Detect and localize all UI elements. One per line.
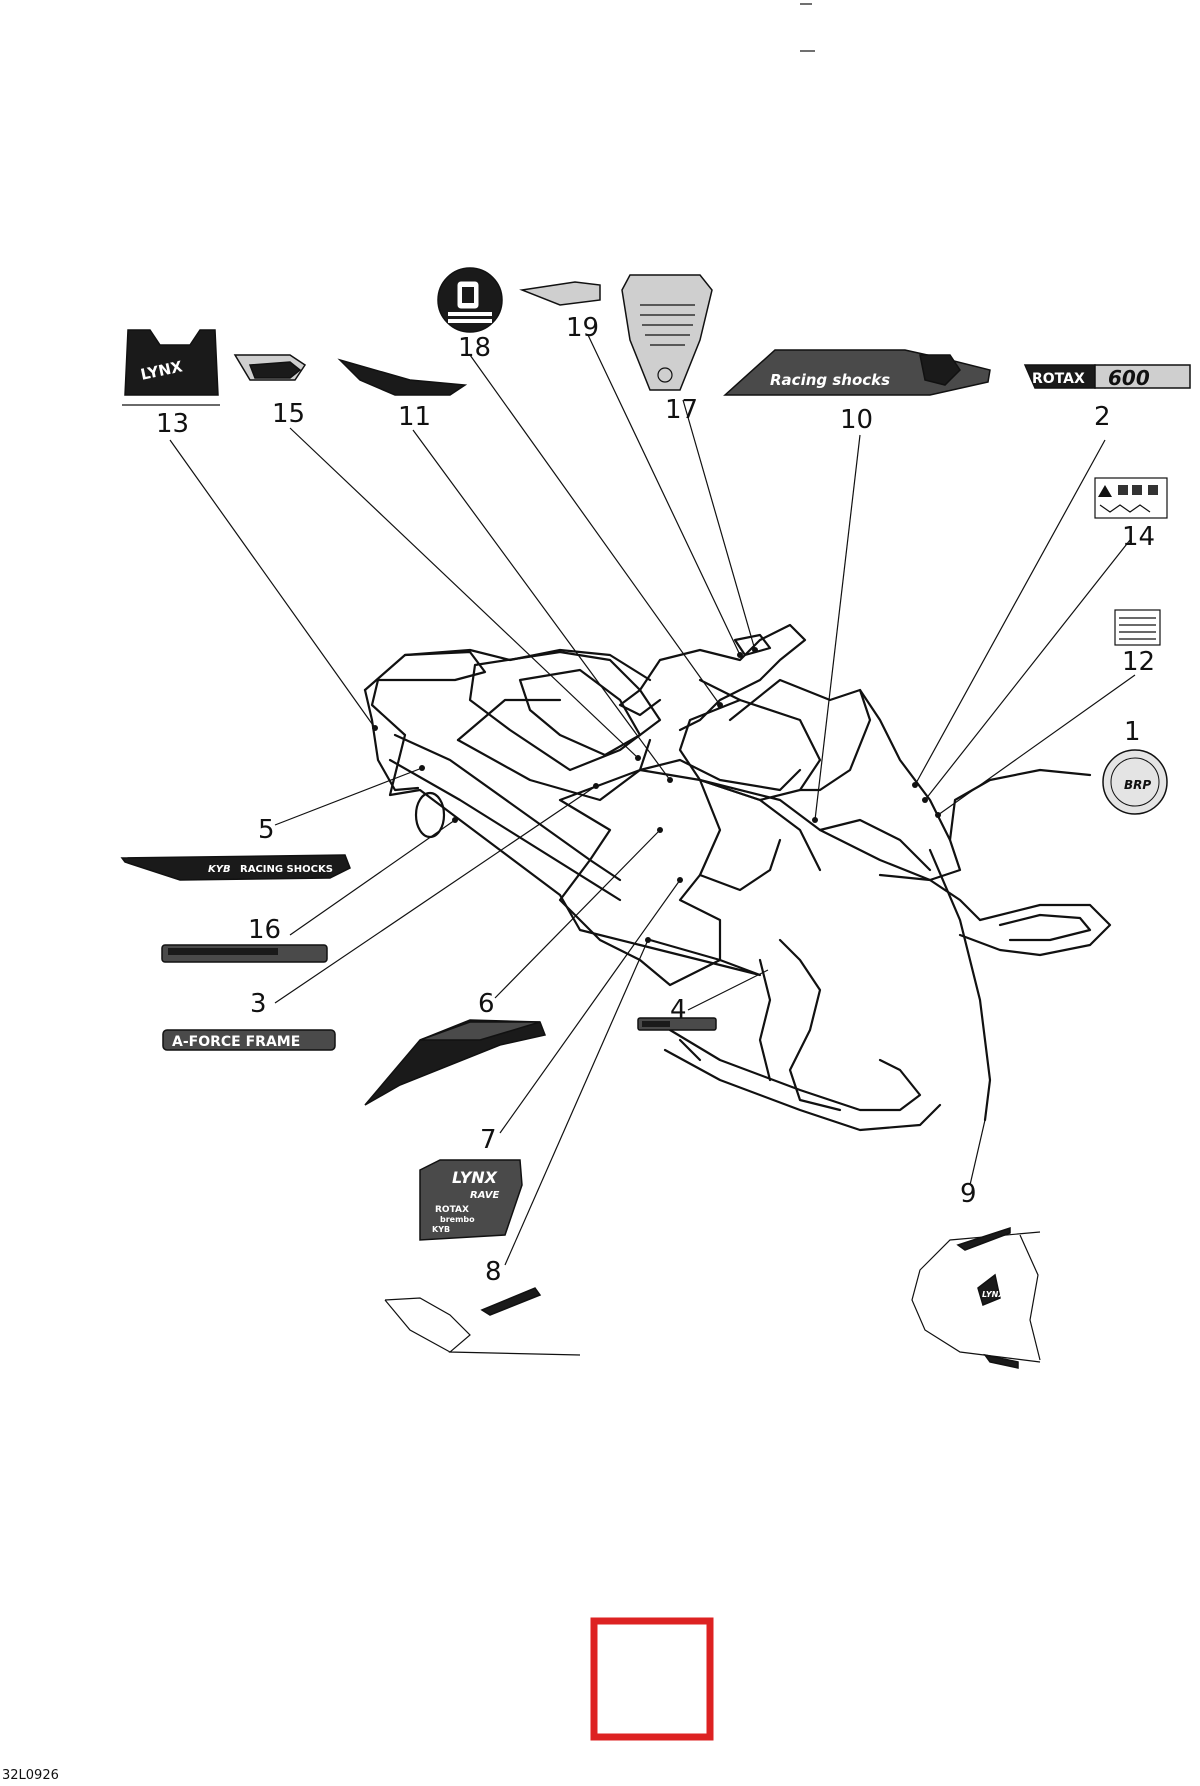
decal-14 <box>1094 477 1168 519</box>
callout-1: 1 <box>1124 717 1141 747</box>
snowmobile-drawing <box>363 623 1112 1132</box>
decal-7-brand: LYNX <box>452 1168 498 1187</box>
decal-19 <box>519 281 601 306</box>
callout-11: 11 <box>398 402 431 432</box>
callout-4: 4 <box>670 995 687 1025</box>
callout-6: 6 <box>478 989 495 1019</box>
decal-3-text: A-FORCE FRAME <box>172 1034 300 1050</box>
decal-5-text: RACING SHOCKS <box>240 864 333 875</box>
decal-7-line3: KYB <box>432 1225 450 1234</box>
leader-dots <box>372 647 941 943</box>
callout-8: 8 <box>485 1257 502 1287</box>
decal-13: LYNX <box>122 329 220 406</box>
callout-16: 16 <box>248 915 281 945</box>
decal-5-brand: KYB <box>208 864 231 875</box>
callout-14: 14 <box>1122 522 1155 552</box>
decal-4 <box>637 1017 717 1031</box>
decal-2-brand: ROTAX <box>1032 371 1085 387</box>
decal-18 <box>437 267 503 333</box>
decal-3: A-FORCE FRAME <box>162 1029 336 1051</box>
decal-8 <box>384 1287 581 1356</box>
decal-17 <box>621 274 713 391</box>
decal-7-line1: ROTAX <box>435 1205 469 1215</box>
callout-15: 15 <box>272 399 305 429</box>
callout-10: 10 <box>840 405 873 435</box>
decal-2-model: 600 <box>1108 366 1150 390</box>
decal-1: BRP <box>1102 749 1168 815</box>
decal-6 <box>364 1019 547 1106</box>
marker-box <box>590 1617 714 1741</box>
callout-5: 5 <box>258 815 275 845</box>
decal-15 <box>233 354 307 381</box>
decal-12 <box>1114 609 1161 646</box>
decal-9-brand: LYNX <box>982 1290 1005 1299</box>
leader-lines <box>169 334 1136 1266</box>
callout-7: 7 <box>480 1125 497 1155</box>
decal-5: KYB RACING SHOCKS <box>120 854 351 881</box>
decal-7-model: RAVE <box>470 1190 500 1201</box>
decal-10-text: Racing shocks <box>770 371 890 389</box>
reference-code: 32L0926 <box>2 1768 59 1783</box>
callout-12: 12 <box>1122 647 1155 677</box>
decal-1-brand: BRP <box>1124 778 1151 792</box>
callout-19: 19 <box>566 313 599 343</box>
callout-numbers: 1 2 3 4 5 6 7 8 9 10 11 12 13 14 15 16 1… <box>156 313 1155 1287</box>
decal-11 <box>337 358 468 396</box>
callout-18: 18 <box>458 333 491 363</box>
callout-9: 9 <box>960 1179 977 1209</box>
callout-3: 3 <box>250 989 267 1019</box>
decal-7-line2: brembo <box>440 1215 475 1224</box>
callout-13: 13 <box>156 409 189 439</box>
decal-16 <box>161 944 328 963</box>
callout-2: 2 <box>1094 402 1111 432</box>
decal-7: LYNX RAVE ROTAX brembo KYB <box>419 1159 523 1241</box>
callout-17: 17 <box>665 395 698 425</box>
decal-2: ROTAX 600 <box>1023 364 1191 390</box>
decal-10: Racing shocks <box>723 349 991 396</box>
decal-9: LYNX <box>911 1226 1041 1369</box>
